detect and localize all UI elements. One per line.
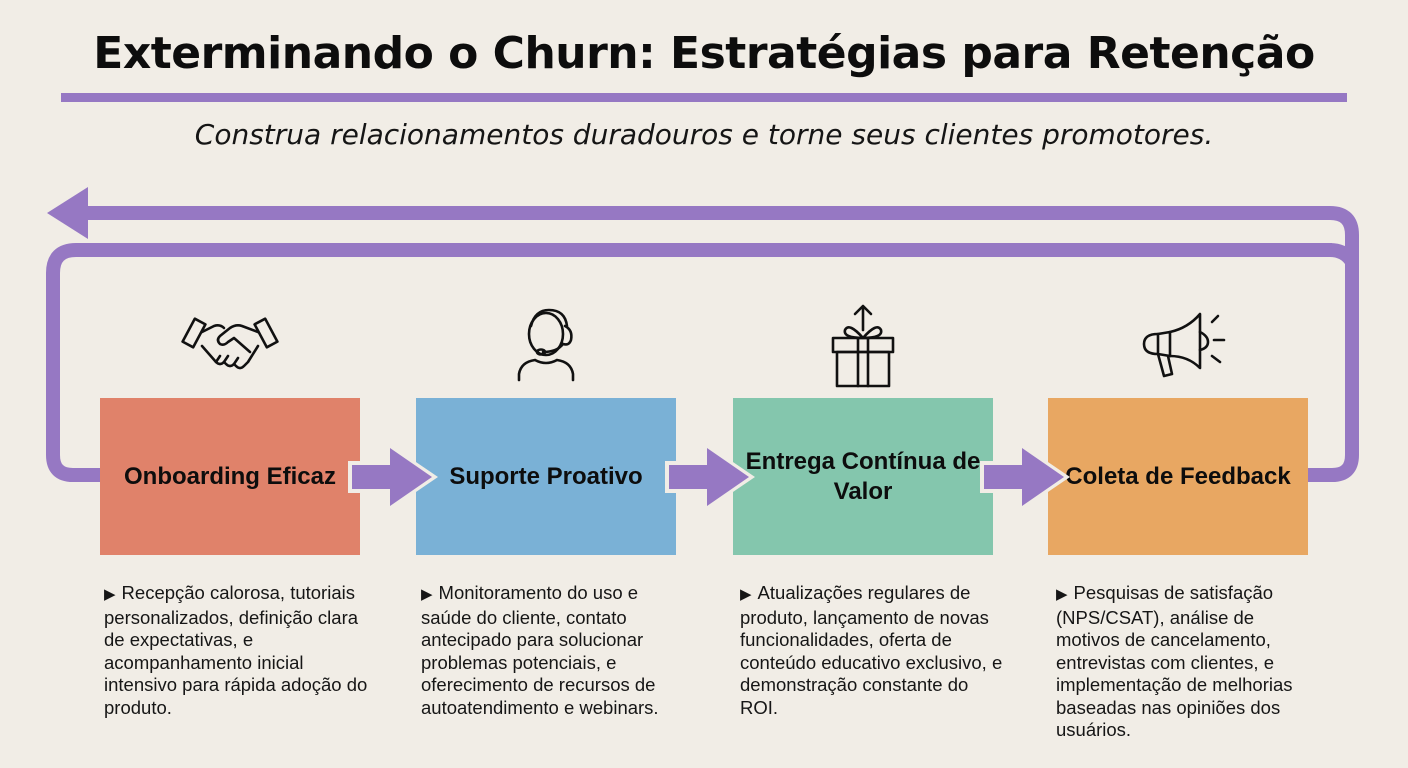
loop-arrowhead-icon [47,187,88,239]
stage-description-suporte: ▶Monitoramento do uso e saúde do cliente… [421,582,659,718]
stage-entrega: Entrega Contínua de Valor [733,398,993,555]
gift-arrow-up-icon [831,304,895,388]
page-title: Exterminando o Churn: Estratégias para R… [93,28,1315,79]
stage-onboarding: Onboarding Eficaz [100,398,360,555]
flow-arrow-right-icon [980,443,1070,511]
megaphone-icon [1142,312,1226,378]
flow-arrow-right-icon [348,443,438,511]
stage-description-entrega: ▶Atualizações regulares de produto, lanç… [740,582,1003,718]
bullet-triangle-icon: ▶ [740,586,752,603]
page-subtitle: Construa relacionamentos duradouros e to… [194,118,1214,151]
stage-title: Onboarding Eficaz [123,462,336,490]
handshake-icon [181,317,279,370]
stage-title: Coleta de Feedback [1065,462,1291,490]
bullet-triangle-icon: ▶ [104,586,116,603]
stage-title: Entrega Contínua de Valor [745,447,981,505]
flow-arrow-right-icon [665,443,755,511]
bullet-triangle-icon: ▶ [1056,586,1068,603]
stage-feedback: Coleta de Feedback [1048,398,1308,555]
stage-suporte: Suporte Proativo [416,398,676,555]
stage-description-onboarding: ▶Recepção calorosa, tutoriais personaliz… [104,582,368,718]
bullet-triangle-icon: ▶ [421,586,433,603]
title-underline [61,93,1347,102]
stage-title: Suporte Proativo [449,462,643,490]
stage-description-feedback: ▶Pesquisas de satisfação (NPS/CSAT), aná… [1056,582,1293,740]
headset-agent-icon [517,308,575,382]
